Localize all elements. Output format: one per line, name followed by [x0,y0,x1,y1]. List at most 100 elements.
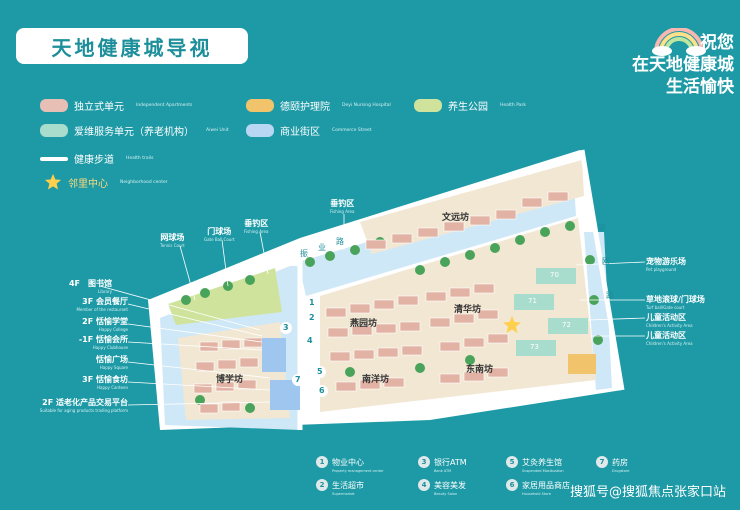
building-number: 73 [530,343,539,351]
service-number: 3 [418,455,430,468]
label-en: Children's Activity Area [646,323,693,328]
legend-swatch [40,124,68,137]
building-number: 72 [562,321,571,329]
callout-en: Member of the restaurant [76,307,128,312]
label-en: Fishing Area [330,209,355,214]
callout-restaurant: 3F 会员餐厅 Member of the restaurant [76,296,128,312]
nursing-block [568,354,596,374]
road-label: 欧 [602,257,610,266]
neighborhood-star [503,316,521,333]
label-tennis-court: 网球场 Tennis Court [160,232,185,248]
service-label: 家居用品商店 [522,481,570,490]
district-label: 博学坊 [216,375,244,385]
road-label: 振 [300,249,308,258]
callout-number: 5 [317,367,323,376]
callout-number: 7 [295,375,301,384]
service-label-en: Suspended Moxibustion [522,469,564,473]
legend-label: 德颐护理院 [280,102,330,113]
label-cn: 门球场 [207,227,232,236]
legend-label-en: Health Park [500,103,526,108]
legend-label-en: Health trails [126,156,154,161]
tagline-line1: 祝您 [700,33,734,53]
service-label: 银行ATM [434,458,467,467]
label-cn: 垂钓区 [330,199,355,208]
legend-swatch [40,99,68,112]
service-label: 艾灸养生馆 [522,458,562,467]
label-en: Pet playground [646,267,677,272]
label-en: Fishing Area [244,229,269,234]
legend-commerce: 商业街区 Commerce Street [246,123,372,138]
label-cn: 儿童活动区 [646,331,686,340]
water-area [584,232,612,390]
watermark: 搜狐号@搜狐焦点张家口站 [569,485,726,500]
callout-library: 4F 图书馆 Library [69,278,112,294]
label-cn: 宠物游乐场 [646,257,686,266]
callout-number: 4 [307,336,313,345]
service-label-en: Household Store [522,492,551,496]
road-label: 康 [598,223,606,232]
legend-trail: 健康步道 Health trails [40,151,153,166]
callout-en: Suitable for aging products trading plat… [39,408,128,413]
legend-nursing: 德颐护理院 Deyi Nursing Hospital [246,98,391,113]
tagline-line3: 生活愉快 [666,77,734,97]
service-label-en: Supermarket [332,492,355,496]
care-units [514,268,588,356]
legend-label-en: Aiwei Unit [206,128,229,133]
district-label: 文远坊 [442,213,470,223]
label-cn: 儿童活动区 [646,313,686,322]
callout-college: 2F 恬愉学堂 Happy College [82,316,128,332]
tagline-line2: 在天地健康城 [632,55,734,75]
legend-label: 独立式单元 [74,102,124,113]
road [579,149,625,391]
house-units [193,191,569,414]
district-label: 清华坊 [454,305,482,315]
callout-cn: 3F 恬愉食坊 [82,375,128,384]
callout-canteen: 3F 恬愉食坊 Happy Canteen [82,374,128,390]
district-label: 东南坊 [466,365,494,375]
label-cn: 垂钓区 [244,219,269,228]
callout-en: Happy College [98,327,128,332]
label-en: Turf ball/Gate court [646,305,685,310]
label-turf-ball: 草地滚球/门球场 Turf ball/Gate court [646,294,705,310]
callout-number: 1 [309,298,315,307]
callout-cn: -1F 恬愉会所 [78,335,128,344]
legend-label: 商业街区 [280,127,320,138]
page-title: 天地健康城导视 [16,28,248,64]
service-label: 物业中心 [332,458,364,467]
callout-square: 恬愉广场 Happy Square [96,354,128,370]
label-gate-ball-court: 门球场 Gate Ball Court [204,226,235,242]
legend-label: 爱维服务单元（养老机构） [74,127,194,138]
callout-cn: 恬愉广场 [96,355,128,364]
service-number: 4 [418,478,430,491]
callout-number: 2 [309,313,315,322]
commerce-blocks [262,338,300,410]
district-label: 燕园坊 [350,319,378,329]
legend-label: 养生公园 [448,102,488,113]
star-icon [44,173,62,190]
legend-independent: 独立式单元 Independent Apartments [40,98,192,113]
label-en: Tennis Court [160,243,185,248]
legend-swatch [414,99,442,112]
label-cn: 网球场 [160,233,185,242]
legend-label-en: Deyi Nursing Hospital [342,103,391,108]
service-label-en: Bank ATM [434,469,452,473]
legend-label-en: Commerce Street [332,128,372,133]
district-label: 南洋坊 [362,375,390,385]
legend-label-en: Independent Apartments [136,103,193,108]
road-label: 业 [318,243,326,252]
service-label: 美容美发 [434,481,466,490]
road-label: 路 [336,237,344,246]
label-cn: 草地滚球/门球场 [646,295,705,304]
callout-markers [280,297,328,397]
legend-neighborhood: 邻里中心 Neighborhood center [44,173,168,191]
tagline: 祝您 在天地健康城 生活愉快 [632,32,734,98]
road-label: 路 [606,291,614,300]
label-children-area: 儿童活动区 Children's Activity Area [646,312,693,328]
